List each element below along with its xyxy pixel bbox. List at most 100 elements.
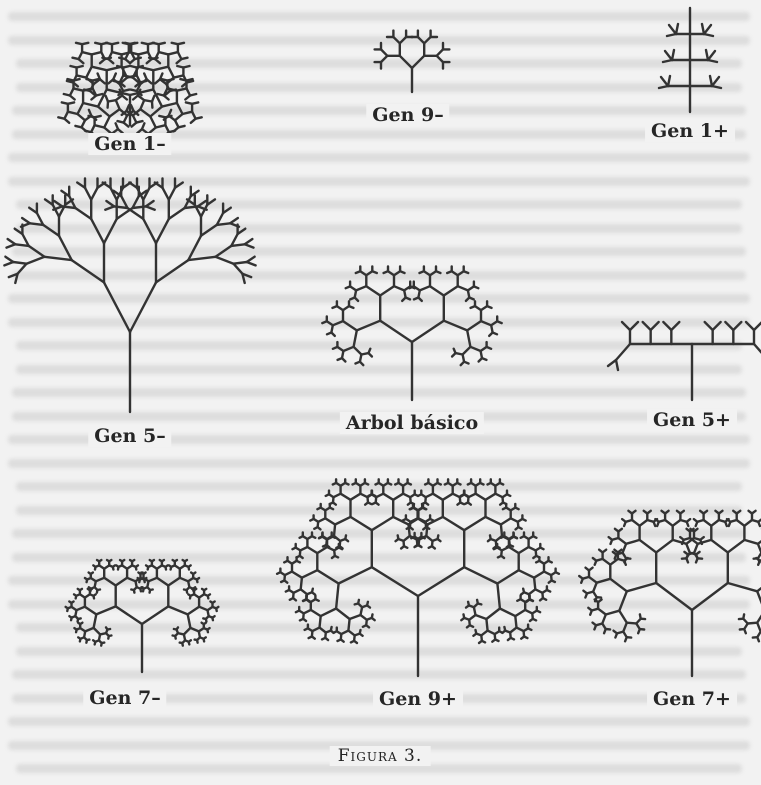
tree-branch: [367, 605, 370, 607]
tree-branch: [13, 262, 26, 264]
tree-branch: [311, 610, 321, 616]
tree-branch: [509, 547, 519, 553]
tree-branch: [676, 24, 678, 34]
tree-branch: [94, 596, 95, 599]
tree-branch: [69, 616, 71, 617]
tree-branch: [497, 321, 502, 323]
tree-branch: [665, 511, 669, 514]
tree-branch: [418, 37, 424, 43]
tree-branch: [338, 358, 342, 360]
tree-branch: [303, 600, 306, 602]
tree-branch: [672, 50, 674, 60]
tree-branch: [112, 52, 122, 54]
tree-branch: [194, 589, 196, 590]
tree-branch: [687, 522, 689, 526]
tree-branch: [656, 583, 692, 610]
tree-branch: [627, 623, 637, 624]
tree-branch: [146, 565, 148, 567]
tree-branch: [725, 322, 733, 330]
tree-branch: [602, 615, 606, 624]
tree-branch: [159, 52, 169, 54]
tree-branch: [627, 583, 656, 591]
tree-branch: [93, 640, 95, 642]
tree-branch: [315, 599, 318, 601]
tree-branch: [468, 602, 469, 606]
tree-branch: [74, 594, 76, 595]
tree-branch: [281, 580, 284, 582]
tree-branch: [540, 598, 543, 600]
tree-branch: [746, 322, 754, 330]
tree-branch: [444, 286, 458, 295]
tree-branch: [197, 580, 198, 583]
tree-branch: [623, 623, 627, 632]
tree-branch: [533, 536, 536, 538]
tree-branch: [127, 578, 135, 582]
tree-branch: [758, 522, 760, 526]
tree-branch: [78, 103, 84, 114]
tree-branch: [757, 611, 761, 623]
tree-branch: [487, 347, 492, 349]
tree-branch: [481, 321, 491, 325]
label-gen-9-minus: Gen 9–: [366, 104, 449, 126]
tree-branch: [146, 206, 155, 209]
tree-branch: [705, 322, 713, 330]
tree-branch: [119, 58, 125, 59]
tree-branch: [334, 525, 335, 537]
tree-branch: [188, 236, 201, 260]
tree-branch: [153, 67, 168, 71]
tree-branch: [199, 607, 207, 611]
tree-branch: [393, 37, 399, 43]
tree-branch: [680, 511, 684, 514]
tree-branch: [18, 264, 27, 274]
tree-branch: [381, 49, 387, 55]
tree-branch: [358, 600, 359, 604]
tree-branch: [168, 578, 180, 586]
label-gen-1-plus: Gen 1+: [645, 120, 735, 142]
tree-branch: [97, 590, 98, 593]
tree-branch: [712, 77, 719, 86]
tree-branch: [142, 123, 144, 129]
tree-branch: [661, 77, 668, 86]
tree-branch: [167, 79, 173, 81]
tree-branch: [486, 494, 496, 500]
tree-branch: [309, 637, 312, 639]
tree-branch: [166, 567, 167, 570]
label-arbol-basico: Arbol básico: [340, 412, 484, 434]
tree-branch: [106, 96, 108, 102]
tree-branch: [500, 609, 515, 617]
tree-branch: [400, 271, 404, 273]
tree-branch: [43, 225, 59, 236]
tree-branch: [325, 518, 335, 524]
tree-branch: [80, 623, 82, 624]
tree-branch: [708, 51, 715, 60]
tree-branch: [454, 349, 456, 353]
tree-branch: [201, 225, 217, 236]
tree-branch: [444, 321, 467, 331]
tree-branch: [104, 282, 130, 332]
tree-branch: [22, 218, 30, 223]
tree-branch: [77, 75, 87, 77]
tree-branch: [610, 579, 627, 592]
tree-branch: [123, 66, 129, 68]
tree-branch: [515, 508, 518, 510]
tree-branch: [651, 322, 659, 330]
tree-branch: [537, 611, 540, 613]
tree-branch: [507, 494, 510, 496]
tree-branch: [188, 607, 199, 615]
tree-branch: [443, 517, 464, 530]
tree-branch: [74, 88, 84, 90]
tree-branch: [711, 520, 719, 526]
tree-branch: [195, 640, 198, 641]
tree-branch: [457, 483, 460, 485]
tree-branch: [212, 618, 213, 621]
tree-branch: [692, 583, 728, 610]
tree-branch: [519, 547, 529, 553]
tree-branch: [217, 223, 230, 225]
tree-branch: [523, 589, 524, 593]
tree-branch: [185, 96, 190, 100]
tree-branch: [204, 623, 206, 624]
tree-branch: [100, 59, 105, 63]
tree-branch: [150, 117, 156, 128]
tree-branch: [408, 503, 411, 505]
